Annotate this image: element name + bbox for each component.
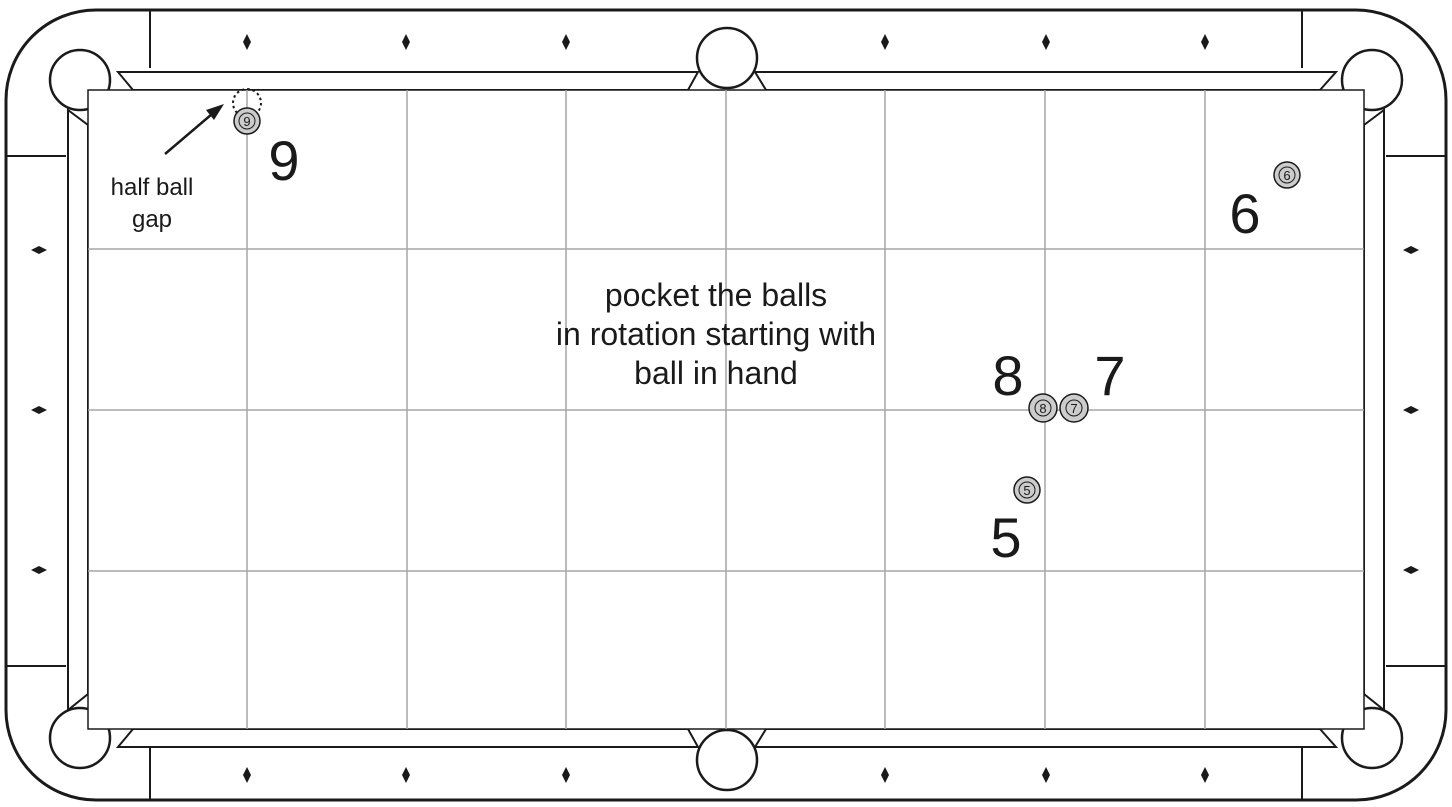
ball-5-number: 5: [1023, 483, 1030, 498]
ball-7: 7: [1060, 394, 1088, 422]
caption-line-2: in rotation starting with: [556, 316, 876, 352]
caption-line-3: ball in hand: [634, 355, 798, 391]
ball-6: 6: [1274, 162, 1300, 188]
ball-8: 8: [1029, 394, 1057, 422]
ball-5: 5: [1014, 477, 1040, 503]
cushion-top-right: [755, 72, 1336, 90]
label-8: 8: [992, 344, 1023, 407]
ball-7-number: 7: [1070, 401, 1077, 416]
caption-line-1: pocket the balls: [605, 277, 827, 313]
cushion-bottom-right: [755, 729, 1336, 747]
ball-8-number: 8: [1039, 401, 1046, 416]
label-9: 9: [268, 129, 299, 192]
cushion-bottom-left: [118, 729, 698, 747]
label-5: 5: [990, 506, 1021, 569]
cushion-top-left: [118, 72, 698, 90]
annotation-line-1: half ball: [111, 174, 194, 201]
ball-9: 9: [234, 108, 260, 134]
ball-6-number: 6: [1283, 168, 1290, 183]
cushion-right: [1364, 110, 1384, 710]
label-7: 7: [1094, 344, 1125, 407]
cushion-left: [68, 110, 88, 710]
label-6: 6: [1229, 182, 1260, 245]
ball-9-number: 9: [243, 114, 250, 129]
pocket-bottom-side: [697, 730, 757, 790]
pocket-top-side: [697, 28, 757, 88]
annotation-line-2: gap: [132, 206, 172, 233]
